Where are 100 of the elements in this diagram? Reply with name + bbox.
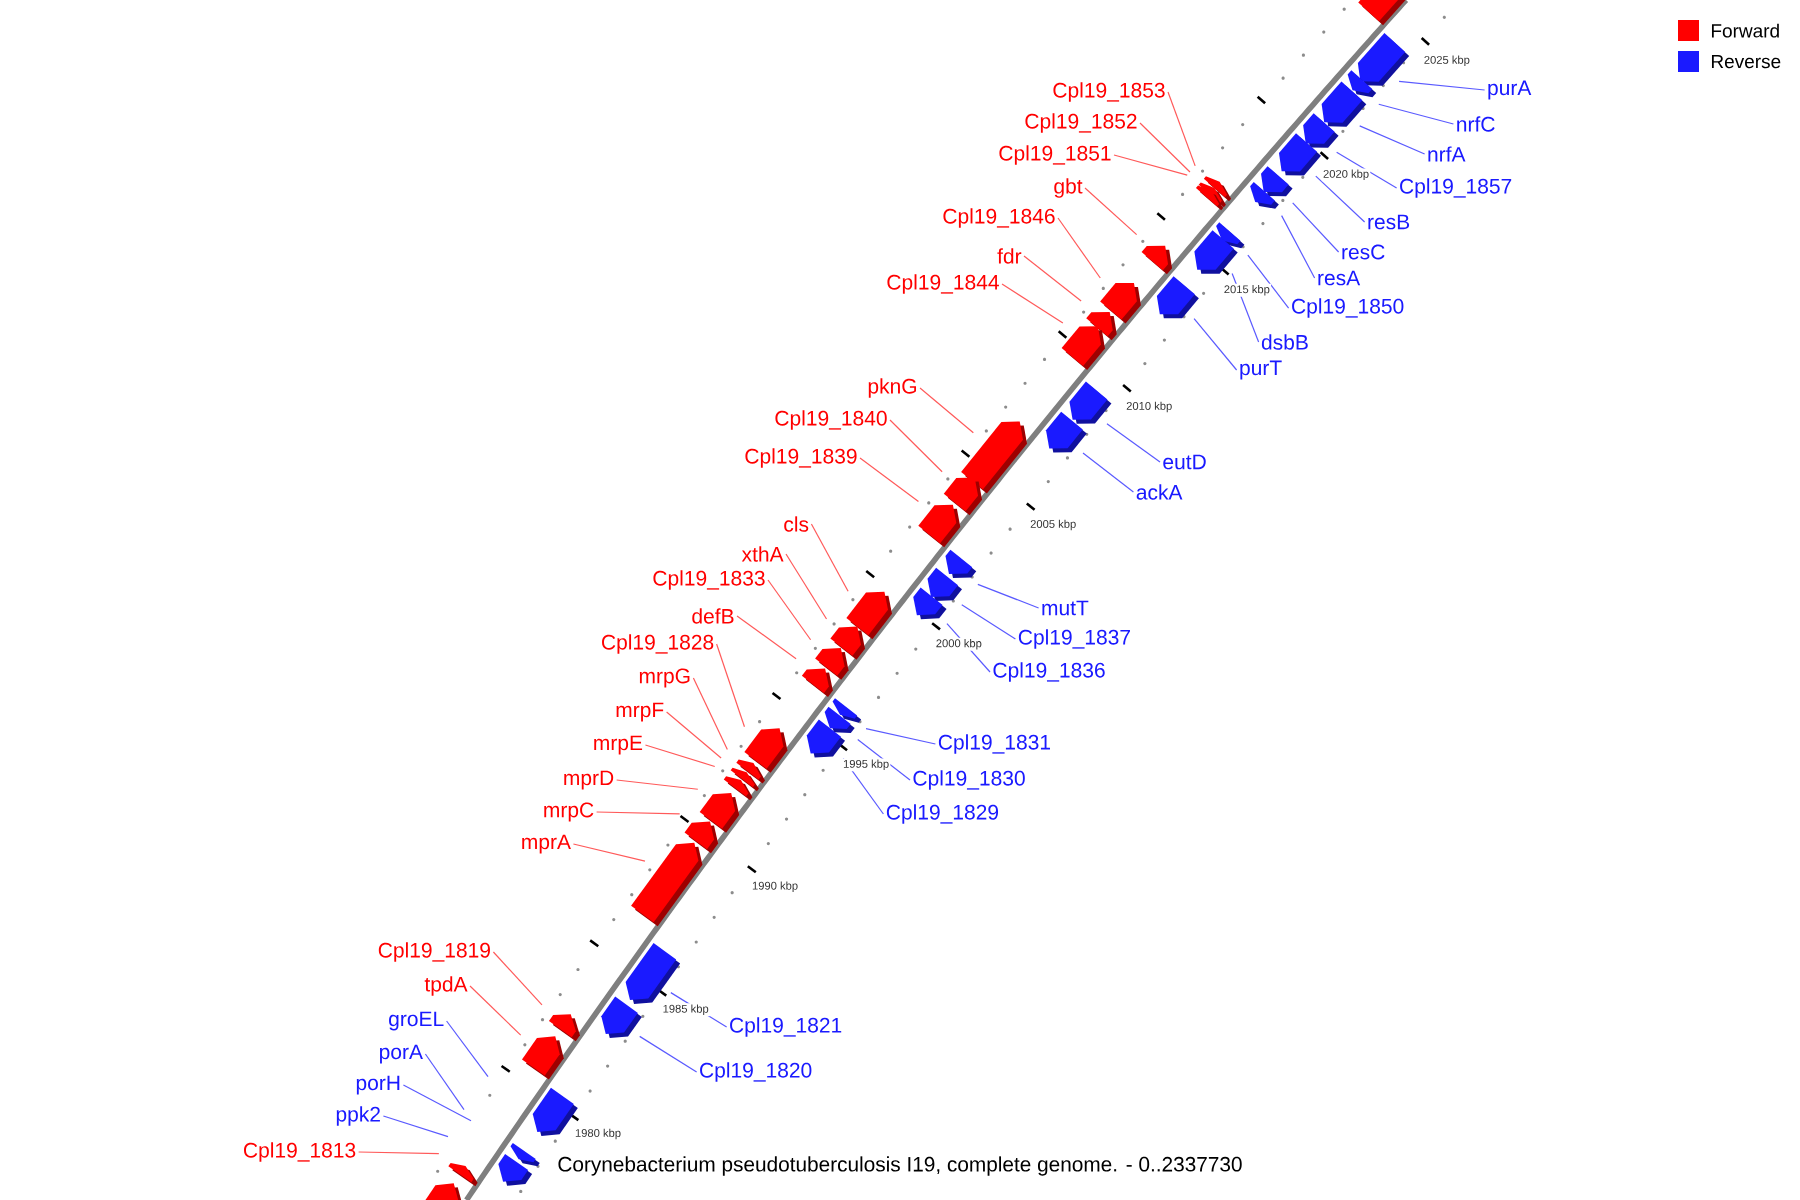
gene-label: porH: [356, 1075, 400, 1095]
leader-line: [1378, 103, 1454, 125]
leader-line: [358, 1151, 440, 1155]
genome-title: Corynebacterium pseudotuberculosis I19, complete genome. - 0..2337730: [558, 1156, 1242, 1176]
gene-block: [1261, 166, 1293, 197]
leader-line: [1193, 318, 1238, 371]
gene-label: mrpF: [616, 702, 664, 722]
gene-block: [532, 1087, 578, 1136]
leader-line: [977, 583, 1040, 609]
gene-block: [625, 943, 681, 1004]
gene-label: purA: [1488, 80, 1532, 100]
gene-label: mrpE: [594, 735, 643, 755]
leader-line: [469, 985, 522, 1036]
gene-block: [1303, 113, 1339, 148]
gene-label: ackA: [1136, 484, 1183, 500]
gene-label: purT: [1240, 360, 1282, 380]
gene-label: Cpl19_1846: [943, 208, 1055, 228]
leader-line: [1106, 423, 1161, 463]
leader-line: [961, 604, 1016, 640]
leader-line: [857, 738, 911, 781]
gene-label: dsbB: [1261, 334, 1308, 350]
gene-label: resB: [1368, 214, 1410, 230]
gene-block: [1321, 81, 1367, 127]
gene-label: defB: [692, 608, 734, 624]
legend-label: Reverse: [1712, 54, 1781, 69]
gene-label: mprD: [564, 770, 614, 790]
gene-label: mrpG: [639, 668, 690, 688]
gene-block: [631, 842, 703, 927]
leader-line: [865, 728, 936, 745]
leader-line: [692, 677, 728, 751]
gene-block: [601, 996, 642, 1039]
gene-block: [801, 668, 833, 697]
gene-block: [548, 1014, 580, 1042]
leader-line: [639, 1035, 698, 1073]
gene-block: [918, 504, 961, 548]
gene-label: nrfC: [1457, 116, 1495, 132]
gene-label: resC: [1342, 244, 1385, 260]
leader-line: [1167, 91, 1196, 167]
gene-block: [1250, 182, 1279, 209]
gene-label: Cpl19_1831: [938, 734, 1050, 754]
gene-label: cls: [784, 516, 809, 532]
gene-label: Cpl19_1840: [775, 410, 887, 430]
gene-block: [927, 567, 963, 601]
gene-label: mutT: [1042, 600, 1089, 616]
gene-block: [945, 549, 977, 579]
gene-label: Cpl19_1819: [378, 942, 490, 962]
leader-line: [382, 1115, 449, 1138]
leader-line: [785, 553, 828, 620]
gene-block: [425, 1183, 462, 1200]
gene-label: Cpl19_1851: [999, 145, 1111, 165]
gene-label: Cpl19_1829: [886, 804, 999, 824]
leader-line: [666, 711, 722, 759]
gene-block: [1358, 0, 1406, 26]
leader-line: [889, 419, 943, 473]
gene-block: [448, 1162, 478, 1187]
leader-line: [1336, 151, 1398, 189]
leader-line: [1084, 187, 1138, 236]
leader-line: [446, 1020, 489, 1078]
leader-line: [492, 951, 543, 1006]
gene-label: ppk2: [336, 1106, 380, 1126]
gene-label: Cpl19_1833: [653, 570, 765, 590]
gene-label: eutD: [1163, 454, 1206, 470]
gene-block: [744, 728, 788, 773]
gene-block: [1278, 133, 1321, 176]
leader-line: [1023, 255, 1082, 302]
gene-block: [1046, 411, 1087, 453]
leader-line: [1359, 125, 1426, 155]
gene-label: porA: [380, 1044, 423, 1064]
gene-block: [1194, 230, 1238, 274]
gene-label: mrpC: [544, 802, 594, 822]
leader-line: [1247, 254, 1290, 309]
leader-line: [716, 643, 746, 728]
leader-line: [596, 811, 681, 815]
gene-label: pknG: [868, 378, 916, 398]
gene-label: groEL: [389, 1011, 444, 1031]
gene-block: [522, 1036, 564, 1080]
gene-label: Cpl19_1828: [602, 634, 714, 654]
gene-label: nrfA: [1428, 146, 1466, 162]
gene-label: tpdA: [424, 976, 468, 996]
gene-block: [1061, 326, 1105, 371]
gene-label: Cpl19_1837: [1018, 629, 1130, 649]
leader-line: [1281, 215, 1316, 279]
leader-line: [1398, 80, 1486, 91]
gene-label: Cpl19_1852: [1025, 113, 1137, 133]
gene-label: mprA: [522, 834, 571, 854]
gene-label: fdr: [997, 248, 1022, 264]
leader-line: [810, 523, 849, 592]
gene-label: Cpl19_1836: [993, 662, 1105, 682]
leader-line: [736, 615, 797, 660]
legend-label: Forward: [1712, 23, 1779, 38]
leader-line: [1139, 122, 1191, 173]
leader-line: [859, 457, 920, 503]
leader-line: [1057, 217, 1101, 279]
gene-label: Cpl19_1857: [1400, 178, 1512, 198]
gene-label: Cpl19_1821: [730, 1017, 842, 1037]
gene-label: Cpl19_1813: [244, 1142, 356, 1162]
gene-label: Cpl19_1830: [913, 770, 1025, 790]
gene-block: [1141, 245, 1173, 275]
gene-block: [913, 587, 947, 620]
gene-block: [1069, 381, 1112, 424]
